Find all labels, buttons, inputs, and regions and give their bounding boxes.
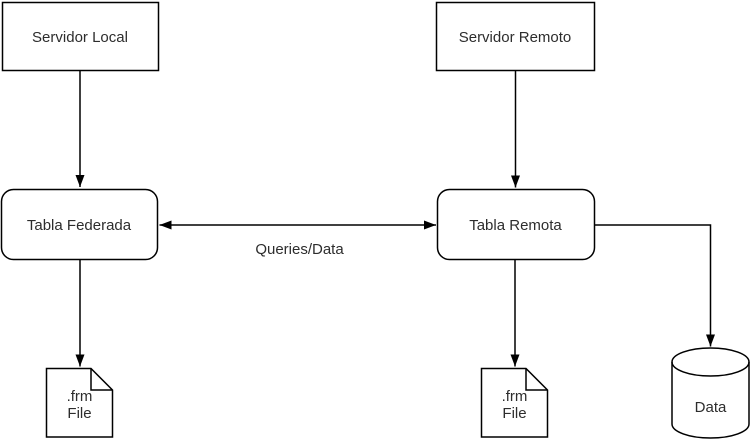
- servidor-remoto-box: [435, 1, 596, 72]
- queries-data-edge-label: Queries/Data: [255, 241, 344, 258]
- frm-file-local-label: .frm File: [46, 387, 113, 423]
- tabla-remota-label: Tabla Remota: [469, 216, 562, 234]
- data-cylinder-shape: [671, 347, 750, 439]
- frm-file-local-label-line2: File: [67, 405, 92, 422]
- frm-file-remote-label-line1: .frm: [501, 388, 528, 405]
- frm-file-local-shape: [45, 367, 114, 438]
- frm-file-local-label-line1: .frm: [66, 388, 93, 405]
- data-store-label: Data: [694, 398, 727, 416]
- servidor-local-label: Servidor Local: [32, 28, 128, 46]
- servidor-remoto-label: Servidor Remoto: [458, 28, 572, 46]
- servidor-local-box: [1, 1, 160, 72]
- frm-file-local-fold: [90, 368, 113, 391]
- data-cylinder-top-arc: [671, 361, 750, 377]
- tabla-federada-label: Tabla Federada: [26, 216, 132, 234]
- tabla-remota-box: [436, 188, 596, 261]
- frm-file-remote-label-line2: File: [502, 405, 527, 422]
- tabla-federada-box: [0, 188, 159, 261]
- frm-file-remote-shape: [480, 367, 549, 438]
- frm-file-remote-label: .frm File: [481, 387, 548, 423]
- frm-file-remote-fold: [525, 368, 548, 391]
- edge-remota-to-data: [595, 224, 715, 347]
